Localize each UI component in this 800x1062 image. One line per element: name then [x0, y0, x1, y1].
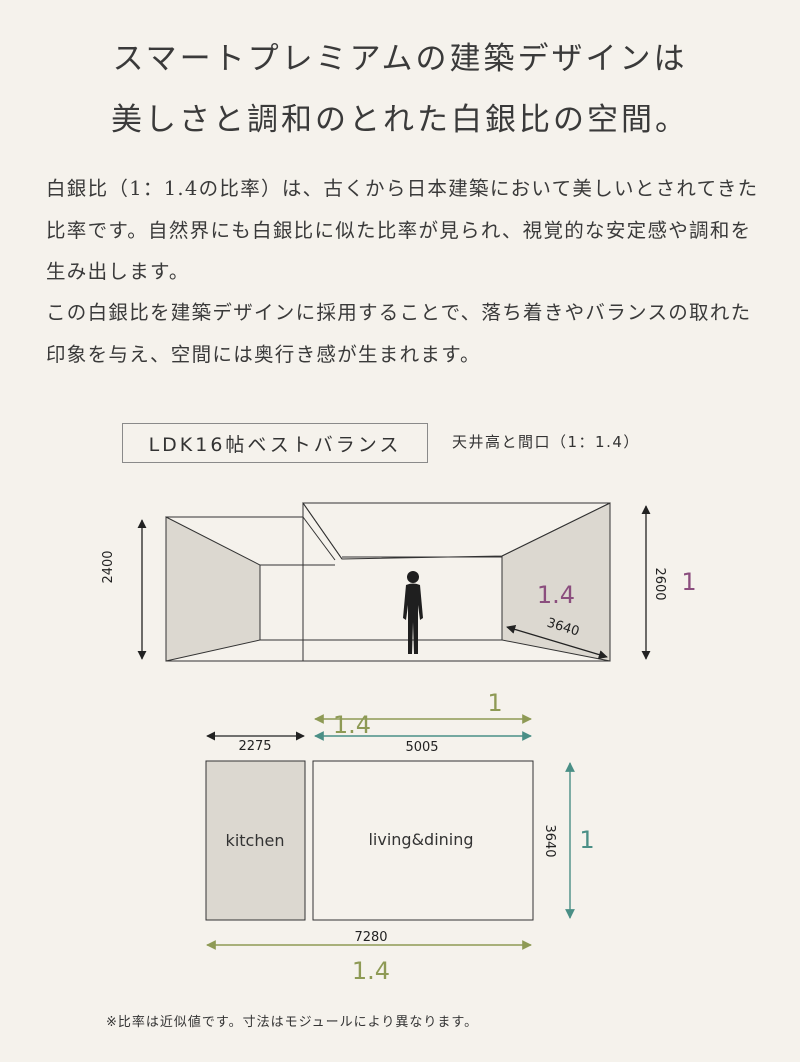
kitchen-area: [205, 760, 306, 921]
kitchen-width-label: 2275: [238, 739, 271, 754]
living-dining-area: [312, 760, 534, 921]
plan-top-ratio-large: 1.4: [333, 711, 371, 739]
living-depth-label: 3640: [542, 824, 557, 857]
right-height-label: 2600: [652, 567, 667, 600]
total-width-label: 7280: [354, 930, 387, 945]
person-silhouette: [403, 571, 423, 654]
section-subtitle: 天井高と間口（1：1.4）: [452, 433, 640, 451]
plan-bottom-ratio: 1.4: [352, 957, 390, 985]
kitchen-label: kitchen: [226, 831, 285, 850]
perspective-ratio-small: 1: [681, 568, 696, 596]
right-depth-arrow: [506, 624, 608, 660]
plan-side-ratio: 1: [579, 826, 594, 854]
left-wall: [165, 516, 261, 662]
perspective-ratio-large: 1.4: [537, 581, 575, 609]
plan-top-ratio-small: 1: [487, 689, 502, 717]
perspective-room: [165, 502, 611, 662]
footnote: ※比率は近似値です。寸法はモジュールにより異なります。: [106, 1015, 479, 1030]
step-edge-2: [302, 516, 336, 561]
step-edge-1: [302, 502, 343, 560]
left-height-label: 2400: [101, 550, 116, 583]
headline-line-2: 美しさと調和のとれた白銀比の空間。: [111, 102, 689, 138]
living-width-label: 5005: [405, 740, 438, 755]
living-dining-label: living&dining: [368, 830, 473, 849]
description-paragraph-2: この白銀比を建築デザインに採用することで、落ち着きやバランスの取れた印象を与え、…: [46, 301, 752, 366]
section-title-box: LDK16帖ベストバランス: [122, 423, 428, 463]
headline-line-1: スマートプレミアムの建築デザインは: [112, 41, 688, 77]
section-title: LDK16帖ベストバランス: [148, 433, 402, 456]
description-paragraph-1: 白銀比（1：1.4の比率）は、古くから日本建築において美しいとされてきた比率です…: [46, 177, 759, 283]
